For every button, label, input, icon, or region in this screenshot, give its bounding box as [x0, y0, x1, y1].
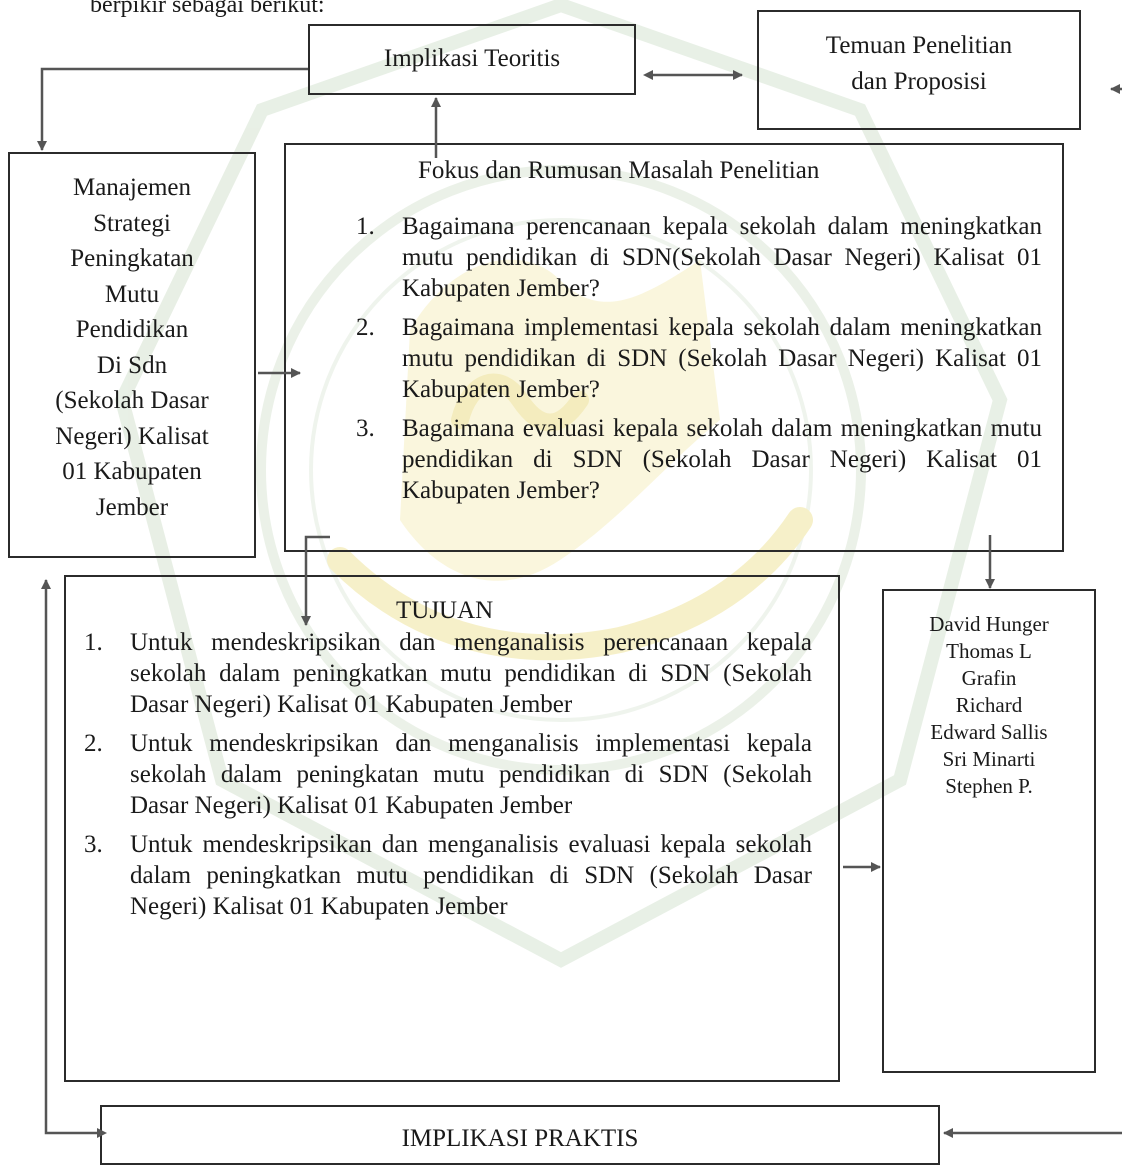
list-number: 1.	[356, 213, 375, 240]
teori-name: Richard	[955, 693, 1023, 717]
manajemen-line: Jember	[95, 493, 169, 521]
list-number: 2.	[356, 314, 375, 341]
list-text: Bagaimana implementasi kepala sekolah da…	[402, 314, 1042, 403]
teori-name: Stephen P.	[945, 774, 1033, 798]
manajemen-line: Strategi	[93, 209, 171, 237]
rumusan-masalah-item: 2. Bagaimana implementasi kepala sekolah…	[356, 312, 1042, 405]
rumusan-masalah-item: 1. Bagaimana perencanaan kepala sekolah …	[356, 211, 1042, 304]
temuan-penelitian-line1: Temuan Penelitian	[825, 32, 1013, 59]
manajemen-line: Di Sdn	[96, 351, 168, 379]
teori-name: Grafin	[961, 666, 1017, 690]
teori-name: David Hunger	[929, 612, 1049, 636]
arrow-praktis-to-manajemen	[41, 579, 107, 1138]
intro-text: berpikir sebagai berikut:	[90, 0, 325, 18]
manajemen-strategi-box: Manajemen Strategi Peningkatan Mutu Pend…	[8, 152, 256, 558]
temuan-penelitian-line2: dan Proposisi	[851, 68, 987, 95]
list-text: Untuk mendeskripsikan dan menganalisis p…	[130, 629, 812, 718]
list-text: Bagaimana evaluasi kepala sekolah dalam …	[402, 415, 1042, 504]
tujuan-item: 3. Untuk mendeskripsikan dan menganalisi…	[84, 829, 812, 922]
manajemen-line: Pendidikan	[75, 316, 189, 343]
list-text: Untuk mendeskripsikan dan menganalisis e…	[130, 831, 812, 920]
manajemen-line: Negeri) Kalisat	[55, 422, 209, 450]
teori-name: Edward Sallis	[930, 720, 1048, 744]
manajemen-strategi-text: Manajemen Strategi Peningkatan Mutu Pend…	[10, 170, 254, 525]
implikasi-teoritis-label: Implikasi Teoritis	[383, 45, 561, 72]
tujuan-list: 1. Untuk mendeskripsikan dan menganalisi…	[84, 627, 812, 922]
teori-name: Sri Minarti	[942, 747, 1036, 771]
rumusan-masalah-list: 1. Bagaimana perencanaan kepala sekolah …	[356, 211, 1042, 506]
manajemen-line: Manajemen	[72, 174, 191, 201]
teori-names: David Hunger Thomas L Grafin Richard Edw…	[884, 611, 1094, 800]
implikasi-teoritis-box: Implikasi Teoritis	[308, 24, 636, 95]
manajemen-line: Peningkatan	[70, 245, 194, 272]
teori-box: David Hunger Thomas L Grafin Richard Edw…	[882, 589, 1096, 1073]
tujuan-item: 1. Untuk mendeskripsikan dan menganalisi…	[84, 627, 812, 720]
manajemen-line: Mutu	[104, 280, 160, 308]
tujuan-title: TUJUAN	[396, 597, 494, 624]
list-text: Untuk mendeskripsikan dan menganalisis i…	[130, 730, 812, 819]
list-text: Bagaimana perencanaan kepala sekolah dal…	[402, 213, 1042, 302]
manajemen-line: 01 Kabupaten	[62, 458, 202, 485]
teori-name: Thomas L	[946, 639, 1032, 663]
rumusan-masalah-item: 3. Bagaimana evaluasi kepala sekolah dal…	[356, 413, 1042, 506]
fokus-rumusan-title: Fokus dan Rumusan Masalah Penelitian	[418, 157, 820, 184]
fokus-rumusan-box: Fokus dan Rumusan Masalah Penelitian 1. …	[284, 143, 1064, 552]
list-number: 3.	[356, 415, 375, 442]
temuan-penelitian-box: Temuan Penelitian dan Proposisi	[757, 10, 1081, 130]
arrow-teoritis-to-manajemen	[37, 67, 308, 151]
arrow-fokus-to-tujuan	[301, 535, 330, 626]
manajemen-line: (Sekolah Dasar	[55, 387, 209, 414]
